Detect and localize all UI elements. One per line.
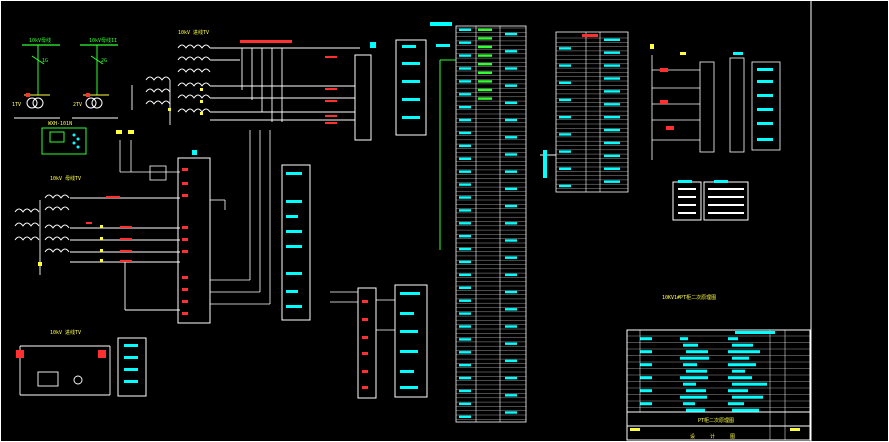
mid-ct-label: 10kV 母线TV (50, 175, 81, 182)
right-schematic (650, 44, 781, 160)
incoming-bus-section: 10kV母线 10kV母线II 1G 2G 1TV 2TV WXH-101N (12, 37, 118, 155)
legend-tables (672, 180, 749, 221)
ct-a-label: 1TV (12, 102, 21, 108)
top-ct-group: 10kV 进线TV (131, 29, 427, 141)
relay-device (41, 127, 87, 155)
footer-c: 图 (730, 434, 735, 440)
center-terminal-2 (330, 284, 428, 399)
title-block: PT柜二次原理图 设 计 图 (626, 329, 811, 441)
bus-a-label: 10kV母线 (29, 37, 51, 44)
feeder-a-label: 1G (42, 58, 48, 64)
mid-terminal-block (116, 130, 311, 324)
bottom-ct-label: 10kV 进线TV (50, 329, 81, 336)
ct-b-label: 2TV (73, 102, 82, 108)
footer-b: 计 (710, 433, 715, 440)
relay-label: WXH-101N (48, 121, 72, 127)
feeder-b-label: 2G (101, 58, 107, 64)
bottom-left-circuit: 10kV 进线TV (16, 329, 147, 397)
right-upper-table (540, 31, 629, 193)
top-ct-label: 10kV 进线TV (178, 29, 209, 36)
footer-a: 设 (690, 433, 695, 440)
central-wiring-table (430, 22, 527, 423)
bus-b-label: 10kV母线II (89, 37, 117, 44)
title-block-heading: PT柜二次原理图 (698, 417, 734, 424)
mid-ct-group: 10kV 母线TV (14, 175, 180, 311)
diagram-caption: 10KV1#PT柜二次原理图 (662, 294, 716, 301)
